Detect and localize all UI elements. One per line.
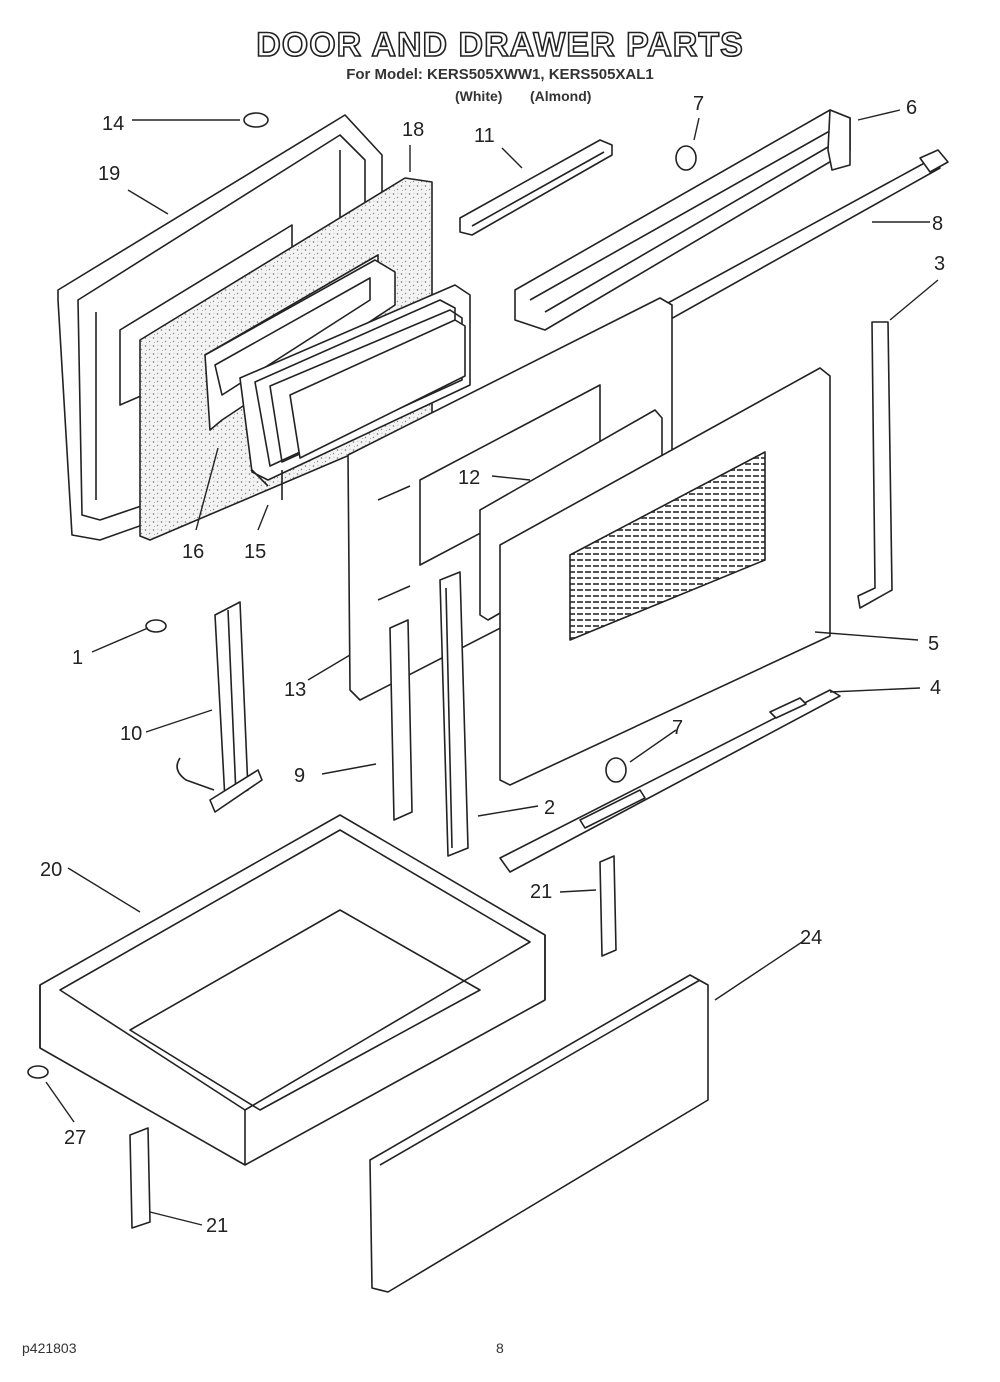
leader-lines xyxy=(45,109,939,1226)
callout-5: 5 xyxy=(928,633,939,655)
callout-24: 24 xyxy=(800,927,822,949)
color-white-label: (White) xyxy=(455,88,503,104)
callout-labels: 14 19 18 11 7 6 8 3 16 15 12 1 5 4 13 10… xyxy=(40,93,945,1237)
drawer-slide-right xyxy=(599,855,617,957)
callout-15: 15 xyxy=(244,541,266,563)
callout-21-left: 21 xyxy=(206,1215,228,1237)
callout-16: 16 xyxy=(182,541,204,563)
callout-18: 18 xyxy=(402,119,424,141)
storage-drawer xyxy=(39,814,546,1166)
callout-1: 1 xyxy=(72,647,83,669)
callout-8: 8 xyxy=(932,213,943,235)
vent-baffle xyxy=(459,139,613,236)
right-side-trim xyxy=(857,321,893,609)
page-number: 8 xyxy=(496,1340,504,1356)
callout-9: 9 xyxy=(294,765,305,787)
model-line: For Model: KERS505XWW1, KERS505XAL1 xyxy=(346,66,654,83)
callout-7-bottom: 7 xyxy=(672,717,683,739)
callout-10: 10 xyxy=(120,723,142,745)
callout-3: 3 xyxy=(934,253,945,275)
callout-20: 20 xyxy=(40,859,62,881)
door-hinge xyxy=(176,601,263,813)
diagram-title: DOOR AND DRAWER PARTS xyxy=(255,25,744,65)
door-bottom-trim xyxy=(499,689,841,873)
callout-11: 11 xyxy=(474,125,495,147)
small-hardware xyxy=(27,112,697,1079)
door-glass-pack xyxy=(239,284,471,500)
callout-6: 6 xyxy=(906,97,917,119)
color-almond-label: (Almond) xyxy=(530,88,592,104)
callout-4: 4 xyxy=(930,677,941,699)
drawer-front-panel xyxy=(369,974,709,1293)
outer-door-panel xyxy=(499,367,831,786)
callout-27: 27 xyxy=(64,1127,86,1149)
callout-7-top: 7 xyxy=(693,93,704,115)
callout-14: 14 xyxy=(102,113,124,135)
door-hinge-channel xyxy=(439,571,469,857)
door-side-trim xyxy=(389,619,413,821)
drawer-slide-left xyxy=(129,1127,151,1229)
document-number: p421803 xyxy=(22,1340,77,1356)
callout-2: 2 xyxy=(544,797,555,819)
door-top-trim xyxy=(514,109,851,331)
callout-21-right: 21 xyxy=(530,881,552,903)
callout-12: 12 xyxy=(458,467,480,489)
callout-19: 19 xyxy=(98,163,120,185)
callout-13: 13 xyxy=(284,679,306,701)
